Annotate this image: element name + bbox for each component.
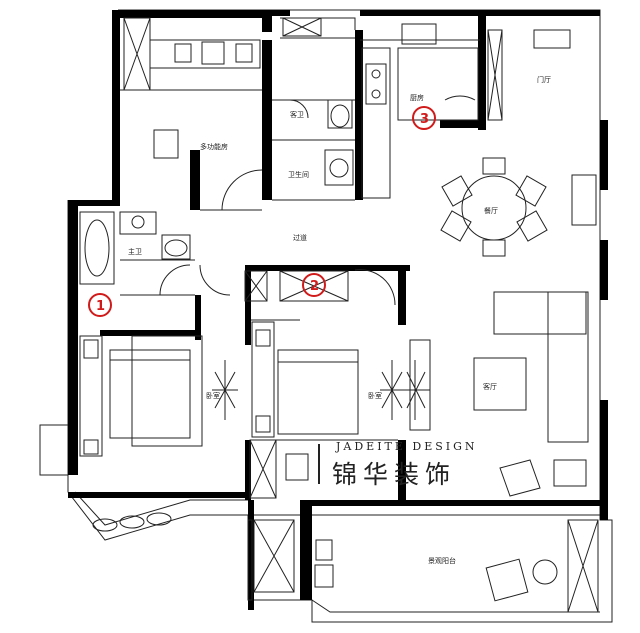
brand-subtitle: JADEITE DESIGN	[336, 440, 478, 453]
label-bedroom-middle: 卧室	[368, 391, 382, 400]
label-hallway: 过道	[293, 233, 307, 242]
brand-name: 锦华装饰	[332, 460, 457, 489]
marker-2-circle	[302, 273, 326, 297]
marker-3-circle	[412, 106, 436, 130]
label-dining: 餐厅	[484, 206, 498, 215]
label-bedroom-left: 卧室	[206, 391, 220, 400]
label-multi-function-room: 多功能房	[200, 142, 228, 151]
marker-2: 2	[310, 279, 319, 294]
brand-divider	[318, 444, 320, 484]
marker-1: 1	[96, 299, 105, 314]
marker-1-circle	[88, 293, 112, 317]
label-balcony: 景观阳台	[428, 556, 456, 565]
marker-3: 3	[420, 112, 429, 127]
label-guest-bath: 客卫	[290, 110, 304, 119]
label-living-room: 客厅	[483, 382, 497, 391]
label-master-bath: 主卫	[128, 247, 142, 256]
label-kitchen: 厨房	[410, 93, 424, 102]
label-foyer: 门厅	[537, 75, 551, 84]
label-laundry: 卫生间	[288, 170, 309, 179]
